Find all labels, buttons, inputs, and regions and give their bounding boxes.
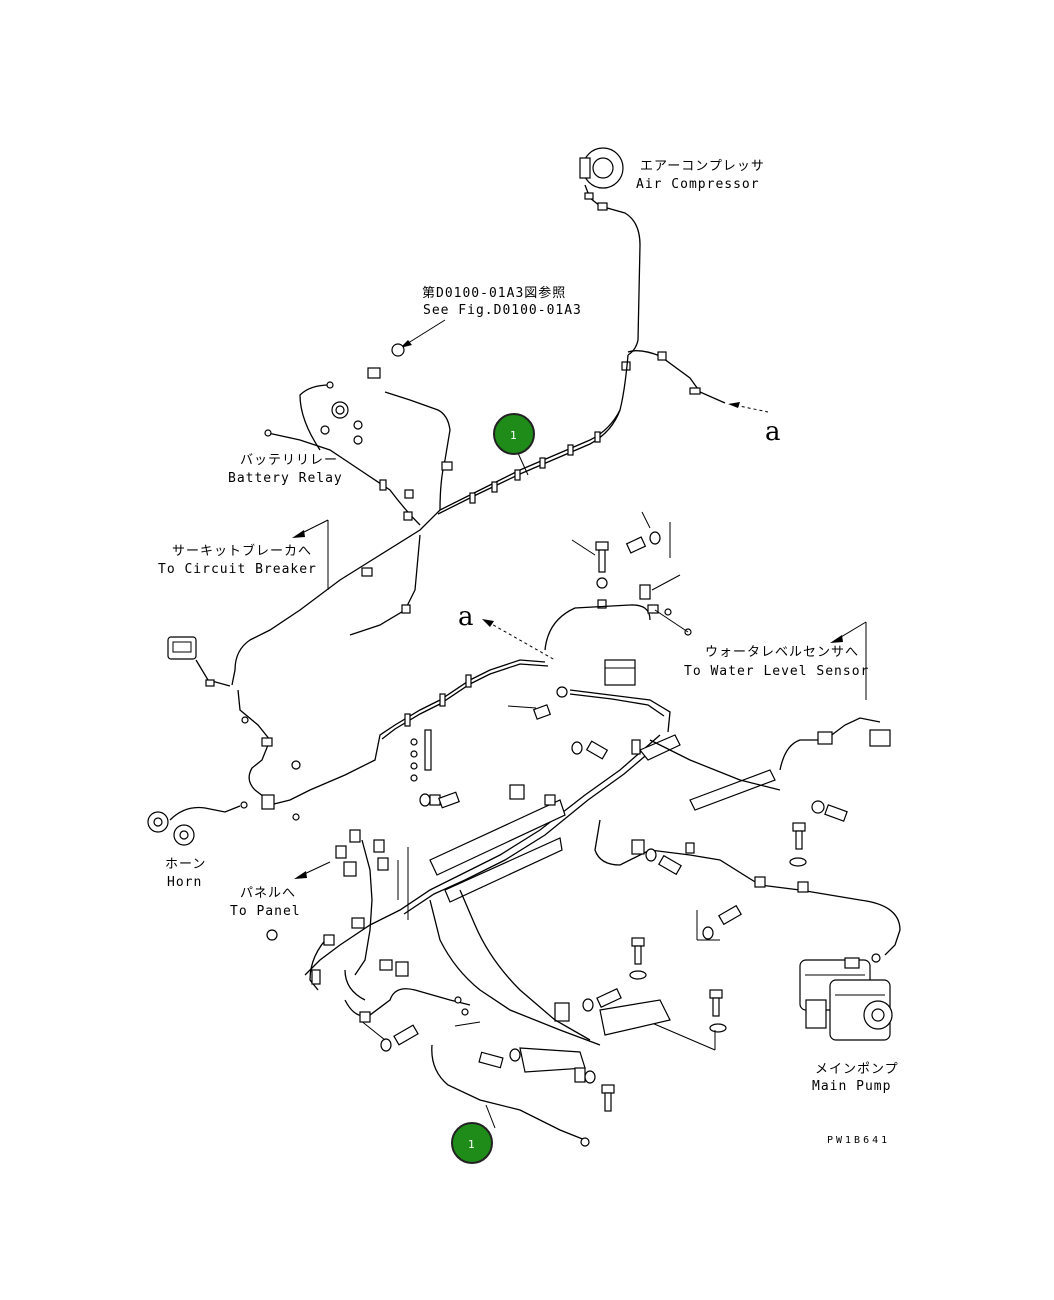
see-fig-label-en: See Fig.D0100-01A3 [423, 303, 582, 318]
air-compressor-label-jp: エアーコンプレッサ [640, 159, 765, 174]
arrow-a-label-top: a [765, 417, 781, 447]
main-pump-label-jp: メインポンプ [815, 1062, 899, 1077]
water-level-label-jp: ウォータレベルセンサへ [705, 645, 859, 660]
air-compressor-part [579, 147, 641, 356]
relay-box-part [507, 659, 671, 733]
battery-relay-label-en: Battery Relay [228, 471, 343, 486]
drawing-number: PW1B641 [827, 1135, 890, 1146]
bolt-cluster-lower [344, 889, 742, 1147]
water-level-label-en: To Water Level Sensor [684, 664, 869, 679]
lower-harness [266, 734, 776, 1001]
main-upper-harness [231, 354, 629, 686]
see-fig-arrow [400, 319, 446, 348]
battery-relay-part [264, 343, 453, 526]
panel-label-en: To Panel [230, 904, 301, 919]
main-middle-harness [237, 659, 549, 821]
circuit-breaker-part [167, 534, 421, 687]
panel-arrow [294, 861, 331, 879]
callout-1-top-number: 1 [510, 429, 517, 442]
panel-label-jp: パネルへ [240, 886, 296, 901]
air-compressor-label-en: Air Compressor [636, 177, 760, 192]
main-pump-part [799, 957, 893, 1041]
mid-arrow-a [482, 619, 556, 661]
callout-1-bottom: 1 [451, 1122, 493, 1164]
callout-1-top: 1 [493, 413, 535, 455]
main-pump-label-en: Main Pump [812, 1079, 891, 1094]
see-fig-label-jp: 第D0100-01A3図参照 [422, 285, 566, 301]
circuit-breaker-arrow [292, 519, 329, 590]
callout-1-bottom-number: 1 [468, 1138, 475, 1151]
water-level-sensor-part [779, 717, 891, 771]
upper-right-harness [621, 350, 769, 413]
battery-relay-label-jp: バッテリリレー [240, 453, 338, 468]
pump-harness [594, 739, 901, 963]
horn-label-en: Horn [167, 875, 202, 890]
panel-connector-part [335, 829, 409, 976]
circuit-breaker-label-en: To Circuit Breaker [158, 562, 317, 577]
horn-label-jp: ホーン [165, 857, 206, 872]
arrow-a-label-mid: a [458, 602, 474, 632]
circuit-breaker-label-jp: サーキットブレーカへ [172, 543, 312, 559]
water-level-arrow [830, 621, 867, 700]
bolt-cluster-upper [544, 511, 692, 651]
horn-part [147, 801, 248, 846]
